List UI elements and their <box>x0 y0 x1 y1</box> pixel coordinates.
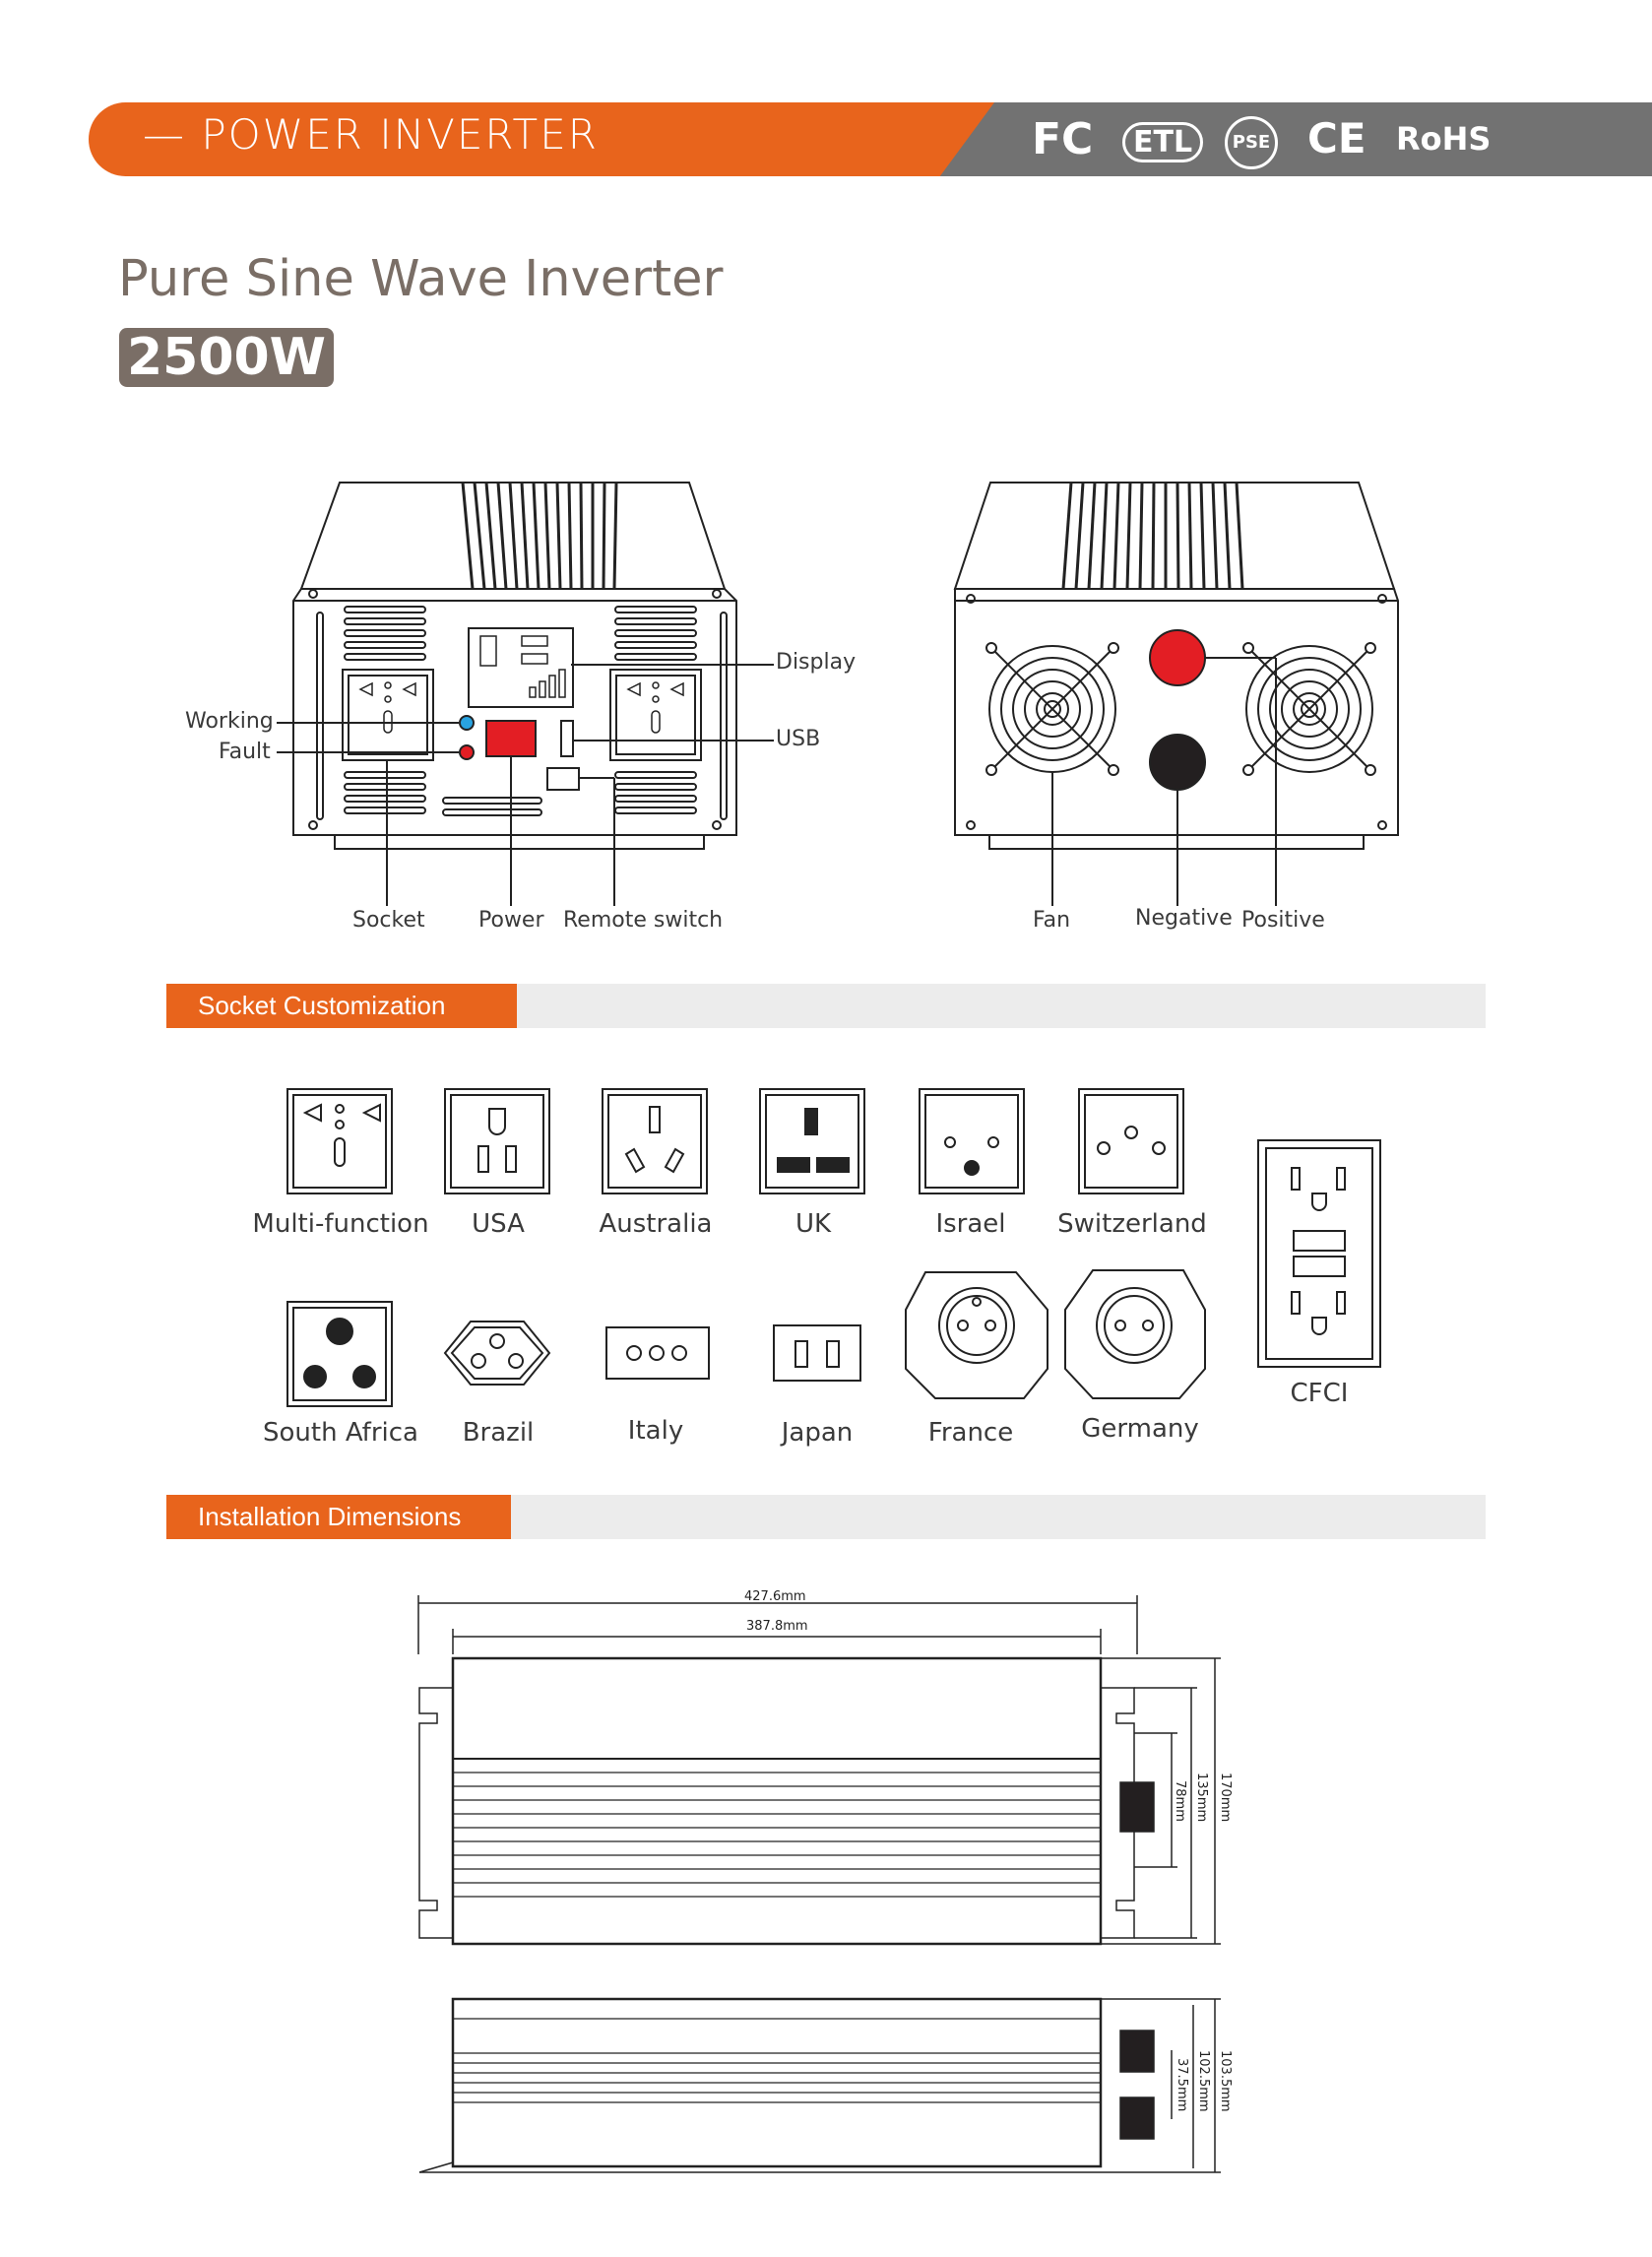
working-label: Working <box>185 709 274 734</box>
front-view <box>277 482 774 906</box>
socket-label-multi: Multi-function <box>252 1209 429 1239</box>
socket-label-usa: USA <box>472 1209 525 1239</box>
switzerland-socket-icon <box>1078 1088 1184 1194</box>
remote-switch-label: Remote switch <box>563 908 724 933</box>
socket-label-brazil: Brazil <box>462 1418 535 1448</box>
socket-label-italy: Italy <box>627 1416 684 1446</box>
dim-body-length: 387.8mm <box>746 1619 808 1634</box>
cfci-socket-icon <box>1257 1139 1381 1368</box>
ce-logo: CE <box>1307 114 1366 162</box>
socket-label-switzerland: Switzerland <box>1057 1209 1207 1239</box>
italy-socket-icon <box>605 1326 710 1380</box>
dim-height-102: 102.5mm <box>1196 2050 1211 2112</box>
usa-socket-icon <box>444 1088 550 1194</box>
socket-label-israel: Israel <box>935 1209 1006 1239</box>
socket-label-germany: Germany <box>1081 1414 1199 1444</box>
australia-socket-icon <box>602 1088 708 1194</box>
power-label: Power <box>478 908 544 933</box>
power-badge: 2500W <box>119 328 334 387</box>
socket-icons <box>286 1088 1381 1407</box>
dim-width-170: 170mm <box>1218 1773 1233 1823</box>
dim-height-103: 103.5mm <box>1218 2050 1233 2112</box>
socket-customization-heading: Socket Customization <box>166 984 517 1028</box>
installation-dimensions-heading: Installation Dimensions <box>166 1495 511 1539</box>
socket-label-uk: UK <box>794 1209 832 1239</box>
inverter-views-diagram <box>277 482 1399 906</box>
socket-label-japan: Japan <box>781 1418 854 1448</box>
dimension-drawing <box>417 1595 1221 2173</box>
israel-socket-icon <box>919 1088 1025 1194</box>
dim-height-37: 37.5mm <box>1175 2058 1189 2112</box>
usb-label: USB <box>776 727 821 751</box>
france-socket-icon <box>905 1271 1048 1399</box>
display-label: Display <box>776 650 857 675</box>
japan-socket-icon <box>773 1324 861 1382</box>
uk-socket-icon <box>759 1088 865 1194</box>
socket-label-france: France <box>927 1418 1014 1448</box>
etl-logo: ETL <box>1122 122 1204 162</box>
positive-label: Positive <box>1241 908 1325 933</box>
banner-title: — POWER INVERTER <box>143 110 599 159</box>
socket-label-south-africa: South Africa <box>263 1418 418 1448</box>
germany-socket-icon <box>1064 1269 1206 1399</box>
negative-label: Negative <box>1135 906 1233 931</box>
socket-label: Socket <box>352 908 425 933</box>
rear-view <box>953 482 1399 906</box>
rohs-logo: RoHS <box>1396 120 1492 158</box>
socket-label-australia: Australia <box>599 1209 713 1239</box>
pse-logo: PSE <box>1225 116 1278 169</box>
fault-label: Fault <box>219 740 271 764</box>
fan-label: Fan <box>1033 908 1071 933</box>
dim-overall-length: 427.6mm <box>744 1589 806 1604</box>
south-africa-socket-icon <box>286 1301 393 1407</box>
fc-logo: FC <box>1032 114 1094 164</box>
dim-width-135: 135mm <box>1194 1773 1209 1823</box>
multi-function-socket-icon <box>286 1088 393 1194</box>
header-banner-orange <box>89 102 994 176</box>
product-title: Pure Sine Wave Inverter <box>118 250 724 308</box>
socket-label-cfci: CFCI <box>1290 1379 1349 1408</box>
brazil-socket-icon <box>443 1321 551 1386</box>
dim-width-78: 78mm <box>1173 1780 1187 1822</box>
